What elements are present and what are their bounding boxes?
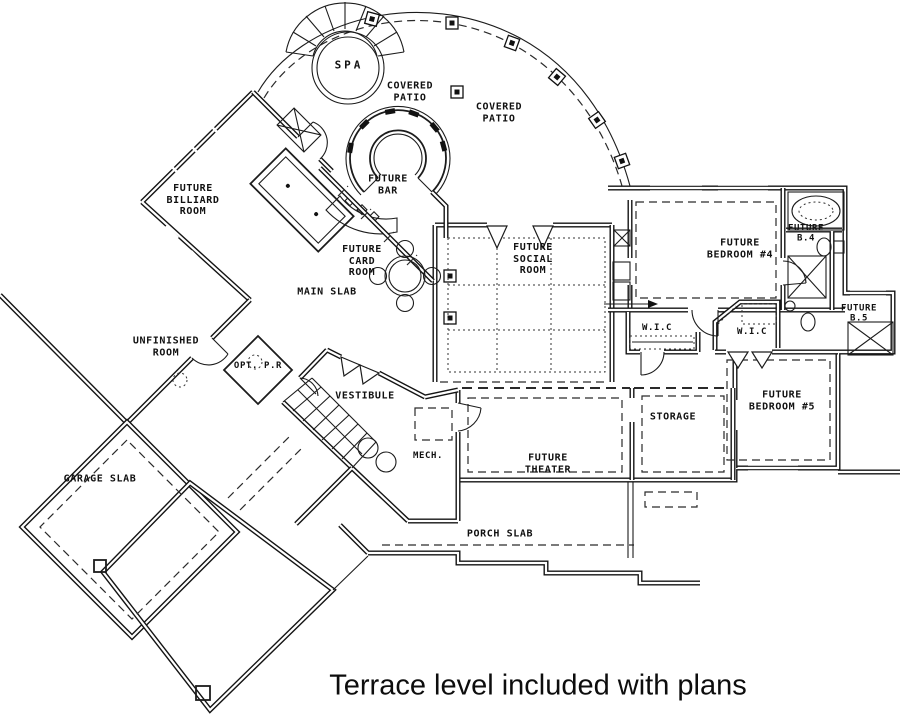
room-label-wic-2: W.I.C xyxy=(736,326,768,337)
social-room-ceiling-grid xyxy=(440,237,608,383)
room-label-opt-pr: OPT. P.R xyxy=(233,360,283,371)
windows xyxy=(650,185,886,471)
room-label-future-billiard-room: FUTURE BILLIARD ROOM xyxy=(166,182,220,217)
room-label-porch-slab: PORCH SLAB xyxy=(466,528,534,540)
garage-slab-outline xyxy=(39,433,305,620)
spa xyxy=(311,31,385,105)
room-label-vestibule: VESTIBULE xyxy=(335,390,395,402)
mech-equipment xyxy=(357,407,453,473)
door-swings xyxy=(191,121,807,432)
slab-edge-hatch xyxy=(337,185,418,266)
room-label-unfinished-room: UNFINISHED ROOM xyxy=(132,335,200,359)
room-label-future-card-room: FUTURE CARD ROOM xyxy=(342,243,382,278)
room-label-storage: STORAGE xyxy=(649,411,697,423)
room-label-future-b5: FUTURE B.5 xyxy=(840,303,878,324)
porch-slab-outline xyxy=(382,482,634,558)
pool-table xyxy=(249,147,355,253)
shower-b5 xyxy=(847,321,894,356)
shower-b4 xyxy=(787,255,827,299)
room-label-main-slab: MAIN SLAB xyxy=(297,286,357,298)
staircase xyxy=(282,377,377,469)
room-label-future-social-room: FUTURE SOCIAL ROOM xyxy=(513,241,553,276)
window-breaks xyxy=(165,120,221,264)
room-label-future-bar: FUTURE BAR xyxy=(368,173,408,197)
future-bar-counter xyxy=(325,105,451,235)
room-label-future-bedroom-5: FUTURE BEDROOM #5 xyxy=(748,389,816,413)
bathtub xyxy=(787,191,845,231)
powder-room xyxy=(172,334,294,406)
patio-columns xyxy=(364,11,631,325)
room-label-future-b4: FUTURE B.4 xyxy=(787,223,825,244)
room-label-future-theater: FUTURE THEATER xyxy=(524,452,572,476)
covered-patio-boundary xyxy=(257,11,631,187)
spiral-staircase xyxy=(285,2,405,57)
billiard-closet xyxy=(276,107,322,153)
room-label-covered-patio-2: COVERED PATIO xyxy=(475,101,523,125)
room-label-wic-1: W.I.C xyxy=(641,322,673,333)
room-label-spa: SPA xyxy=(334,58,364,72)
room-label-covered-patio-1: COVERED PATIO xyxy=(386,80,434,104)
plan-caption: Terrace level included with plans xyxy=(329,669,747,702)
toilet-b5-bath xyxy=(784,300,816,332)
direction-arrow xyxy=(604,300,658,308)
card-table xyxy=(368,239,442,313)
deck-slab-outline xyxy=(93,555,369,701)
room-label-mech: MECH. xyxy=(412,450,444,461)
future-wall-dashed xyxy=(462,201,831,508)
room-label-garage-slab: GARAGE SLAB xyxy=(63,473,137,485)
room-label-future-bedroom-4: FUTURE BEDROOM #4 xyxy=(706,237,774,261)
closet-shelving xyxy=(612,229,777,350)
